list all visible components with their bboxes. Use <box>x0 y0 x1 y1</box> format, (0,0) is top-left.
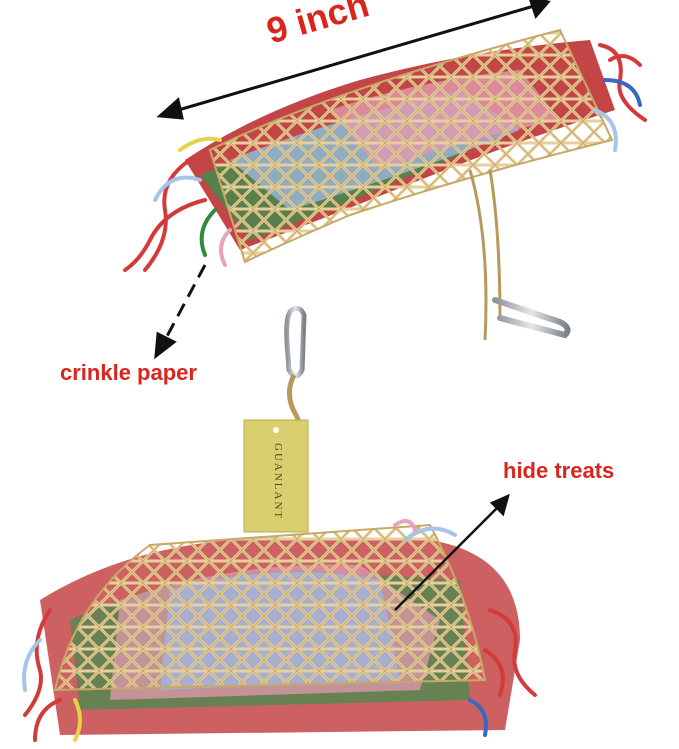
dimension-arrow <box>156 0 551 120</box>
brand-tag <box>243 419 309 533</box>
crinkle-paper-label: crinkle paper <box>60 360 197 385</box>
hide-treats-label: hide treats <box>503 458 615 483</box>
rolled-toy <box>123 28 647 341</box>
crinkle-strands-top <box>123 43 647 272</box>
hanging-string <box>468 169 502 341</box>
crinkle-strands-bottom <box>22 519 537 742</box>
snap-hook-top <box>492 297 571 339</box>
brand-tag-text: GUANLANT <box>272 443 284 521</box>
opened-toy <box>22 305 537 742</box>
crinkle-arrow <box>154 264 207 360</box>
hide-treats-arrow <box>394 493 510 611</box>
snap-hook-bottom <box>284 305 307 379</box>
